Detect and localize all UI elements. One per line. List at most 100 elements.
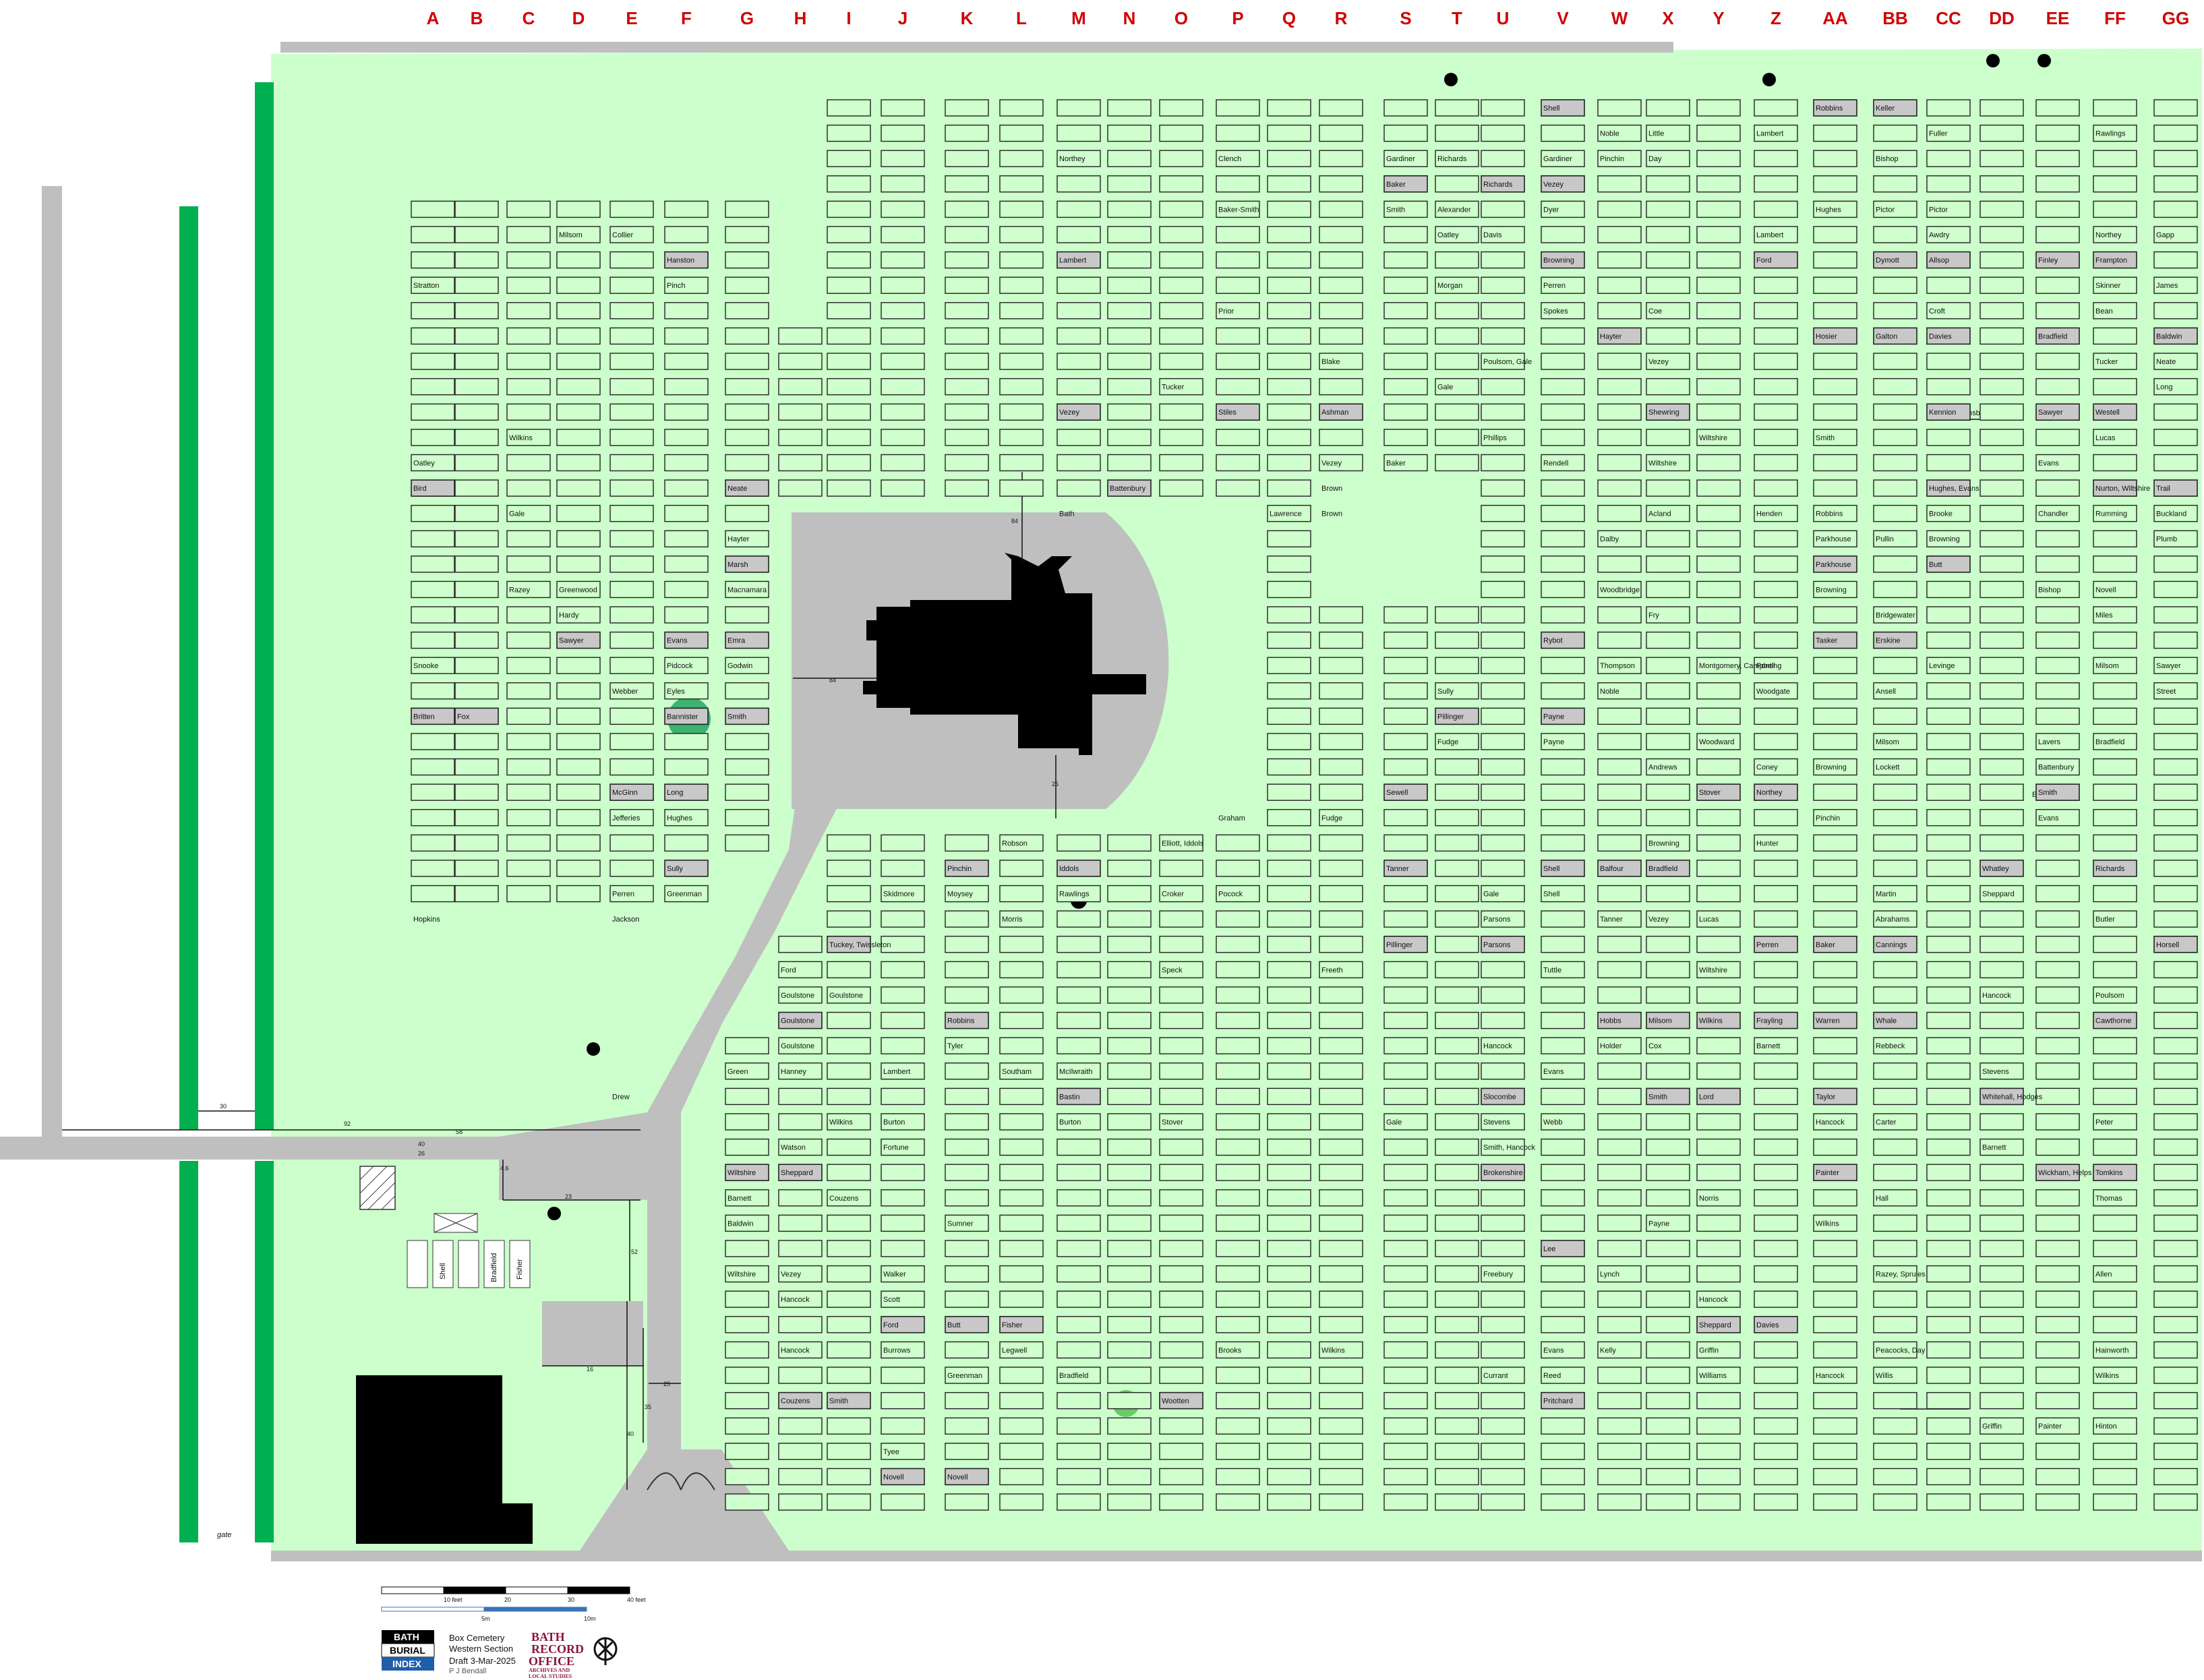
grave-plot[interactable] [945,1011,989,1029]
grave-plot[interactable] [1541,175,1585,193]
grave-plot[interactable] [1696,834,1741,852]
grave-plot[interactable] [1267,961,1311,979]
grave-plot[interactable] [1754,1316,1798,1333]
grave-plot[interactable] [1107,1062,1152,1080]
grave-plot[interactable] [945,1113,989,1131]
grave-plot[interactable] [1754,1164,1798,1181]
grave-plot[interactable] [556,606,601,624]
grave-plot[interactable] [609,733,654,750]
grave-plot[interactable] [1159,378,1203,396]
grave-plot[interactable] [778,1087,823,1106]
grave-plot[interactable] [1216,99,1260,117]
grave-plot[interactable] [827,251,871,269]
grave-plot[interactable] [2035,1037,2080,1054]
grave-plot[interactable] [881,1290,925,1308]
grave-plot[interactable] [2093,1316,2137,1333]
grave-plot[interactable] [881,1138,925,1156]
grave-plot[interactable] [664,530,709,547]
grave-plot[interactable] [1107,961,1152,979]
grave-plot[interactable] [2093,936,2137,953]
grave-plot[interactable] [1813,1468,1857,1486]
grave-plot[interactable] [1107,1316,1152,1333]
grave-plot[interactable] [999,1214,1044,1232]
grave-plot[interactable] [1646,99,1690,117]
grave-plot[interactable] [1873,1391,1917,1410]
grave-plot[interactable] [454,429,499,446]
grave-plot[interactable] [827,1189,871,1207]
grave-plot[interactable] [1056,1341,1101,1359]
grave-plot[interactable] [1813,150,1857,167]
grave-plot[interactable] [2153,530,2198,547]
grave-plot[interactable] [1159,276,1203,294]
grave-plot[interactable] [778,1113,823,1131]
grave-plot[interactable] [999,1265,1044,1283]
grave-plot[interactable] [999,1011,1044,1029]
grave-plot[interactable] [881,200,925,218]
grave-plot[interactable] [1159,1290,1203,1308]
grave-plot[interactable] [778,1417,823,1435]
grave-plot[interactable] [411,276,455,294]
grave-plot[interactable] [827,1164,871,1181]
grave-plot[interactable] [2093,1265,2137,1283]
grave-plot[interactable] [1319,682,1363,700]
grave-plot[interactable] [2035,1316,2080,1333]
grave-plot[interactable] [1926,707,1971,725]
grave-plot[interactable] [1754,1062,1798,1080]
grave-plot[interactable] [2035,834,2080,852]
grave-plot[interactable] [1383,936,1428,953]
grave-plot[interactable] [1159,1493,1203,1511]
grave-plot[interactable] [1813,1265,1857,1283]
grave-plot[interactable] [1646,1367,1690,1384]
grave-plot[interactable] [827,1037,871,1054]
grave-plot[interactable] [1056,860,1101,877]
grave-plot[interactable] [2035,251,2080,269]
grave-plot[interactable] [1267,1062,1311,1080]
grave-plot[interactable] [1319,657,1363,674]
grave-plot[interactable] [1435,1037,1479,1054]
grave-plot[interactable] [609,834,654,852]
grave-plot[interactable] [1926,124,1971,142]
grave-plot[interactable] [1597,1417,1642,1435]
grave-plot[interactable] [2093,834,2137,852]
grave-plot[interactable] [2093,809,2137,827]
grave-plot[interactable] [1926,175,1971,193]
grave-plot[interactable] [1541,99,1585,117]
grave-plot[interactable] [827,860,871,877]
grave-plot[interactable] [1056,1367,1101,1384]
grave-plot[interactable] [1873,606,1917,624]
grave-plot[interactable] [1696,378,1741,396]
grave-plot[interactable] [1597,200,1642,218]
grave-plot[interactable] [1159,1087,1203,1106]
grave-plot[interactable] [1435,403,1479,421]
grave-plot[interactable] [999,1138,1044,1156]
grave-plot[interactable] [881,1391,925,1410]
grave-plot[interactable] [1754,429,1798,446]
grave-plot[interactable] [1813,251,1857,269]
grave-plot[interactable] [1541,454,1585,472]
grave-plot[interactable] [411,783,455,801]
grave-plot[interactable] [778,1443,823,1460]
grave-plot[interactable] [1979,276,2024,294]
grave-plot[interactable] [778,454,823,472]
grave-plot[interactable] [1267,1391,1311,1410]
grave-plot[interactable] [1319,1011,1363,1029]
grave-plot[interactable] [2153,226,2198,243]
grave-plot[interactable] [1107,1443,1152,1460]
grave-plot[interactable] [881,353,925,370]
grave-plot[interactable] [2093,1011,2137,1029]
grave-plot[interactable] [827,327,871,345]
grave-plot[interactable] [945,1316,989,1333]
grave-plot[interactable] [1319,733,1363,750]
grave-plot[interactable] [1926,1087,1971,1106]
grave-plot[interactable] [1267,1493,1311,1511]
grave-plot[interactable] [506,454,551,472]
grave-plot[interactable] [609,378,654,396]
grave-plot[interactable] [1159,1417,1203,1435]
grave-plot[interactable] [1107,1214,1152,1232]
grave-plot[interactable] [1646,302,1690,320]
grave-plot[interactable] [1267,606,1311,624]
grave-plot[interactable] [827,1265,871,1283]
grave-plot[interactable] [1056,1417,1101,1435]
grave-plot[interactable] [1926,1214,1971,1232]
grave-plot[interactable] [1056,302,1101,320]
